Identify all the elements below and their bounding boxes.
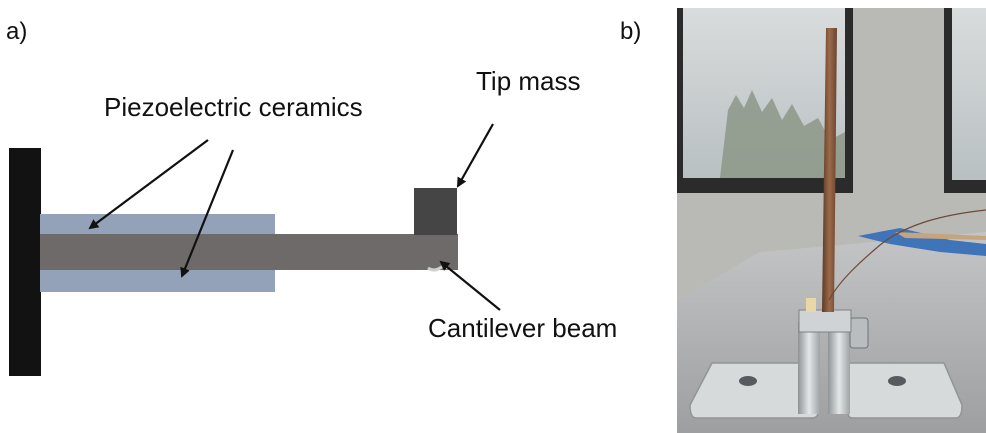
arrow-piezo-top — [88, 139, 209, 230]
bracket-right — [828, 322, 850, 414]
piezo-layer-bottom — [40, 270, 275, 292]
photo-cantilever-beam — [822, 28, 837, 312]
base-plate-right — [847, 362, 963, 419]
panel-b-label: b) — [620, 18, 642, 45]
schematic-diagram — [9, 148, 458, 376]
arrow-cantilever-beam — [439, 260, 501, 311]
bracket-left — [798, 322, 820, 414]
tip-mass-block — [414, 188, 457, 235]
clamp-block — [798, 309, 852, 333]
piezo-layer-top — [40, 214, 275, 236]
arrow-tip-mass — [457, 123, 494, 188]
panel-a-label: a) — [6, 18, 28, 45]
piezoelectric-ceramics-label: Piezoelectric ceramics — [104, 92, 363, 122]
tip-mass-label: Tip mass — [476, 66, 581, 96]
cantilever-beam-label: Cantilever beam — [428, 313, 618, 343]
arrow-piezo-bottom — [180, 149, 235, 278]
clamp-screw — [849, 317, 869, 349]
lead-wire — [828, 209, 986, 301]
device-photo — [677, 8, 986, 433]
wall-clamp — [9, 148, 41, 376]
cantilever-beam — [40, 234, 458, 270]
callout-arrows — [88, 123, 501, 311]
